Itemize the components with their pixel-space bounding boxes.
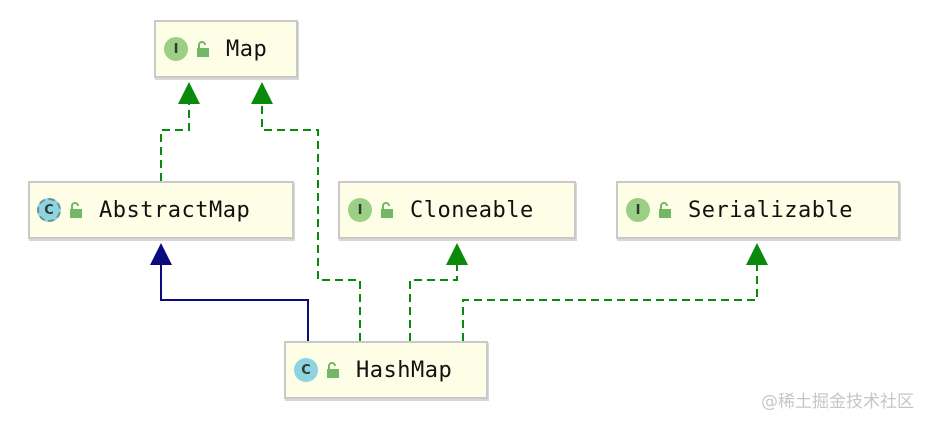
node-label: AbstractMap (99, 197, 251, 223)
node-serializable[interactable]: I Serializable (616, 181, 900, 239)
edge-abstractmap-implements-map (160, 100, 190, 181)
unlocked-padlock-icon (197, 41, 209, 57)
node-map[interactable]: I Map (154, 20, 298, 78)
arrowhead-map-from-hashmap (251, 82, 273, 104)
edge-hashmap-implements-map (261, 100, 361, 341)
node-hash-map[interactable]: C HashMap (284, 341, 488, 399)
arrowhead-serializable (746, 243, 768, 265)
node-label: Map (226, 36, 268, 62)
edge-hashmap-implements-cloneable (409, 262, 458, 341)
interface-badge-icon: I (348, 198, 372, 222)
node-label: Serializable (688, 197, 853, 223)
arrowhead-abstractmap (150, 243, 172, 265)
unlocked-padlock-icon (381, 202, 393, 218)
interface-badge-icon: I (626, 198, 650, 222)
arrowhead-map-from-abstractmap (178, 82, 200, 104)
edge-hashmap-implements-serializable (462, 262, 758, 341)
node-abstract-map[interactable]: C AbstractMap (28, 181, 294, 239)
unlocked-padlock-icon (659, 202, 671, 218)
arrowhead-cloneable (446, 243, 468, 265)
unlocked-padlock-icon (327, 362, 339, 378)
edge-hashmap-extends-abstractmap (160, 262, 309, 341)
class-badge-icon: C (294, 358, 318, 382)
unlocked-padlock-icon (70, 202, 82, 218)
node-cloneable[interactable]: I Cloneable (338, 181, 576, 239)
node-label: HashMap (356, 357, 453, 383)
node-label: Cloneable (410, 197, 534, 223)
abstract-class-badge-icon: C (37, 198, 61, 222)
interface-badge-icon: I (164, 37, 188, 61)
watermark: @稀土掘金技术社区 (761, 392, 914, 412)
